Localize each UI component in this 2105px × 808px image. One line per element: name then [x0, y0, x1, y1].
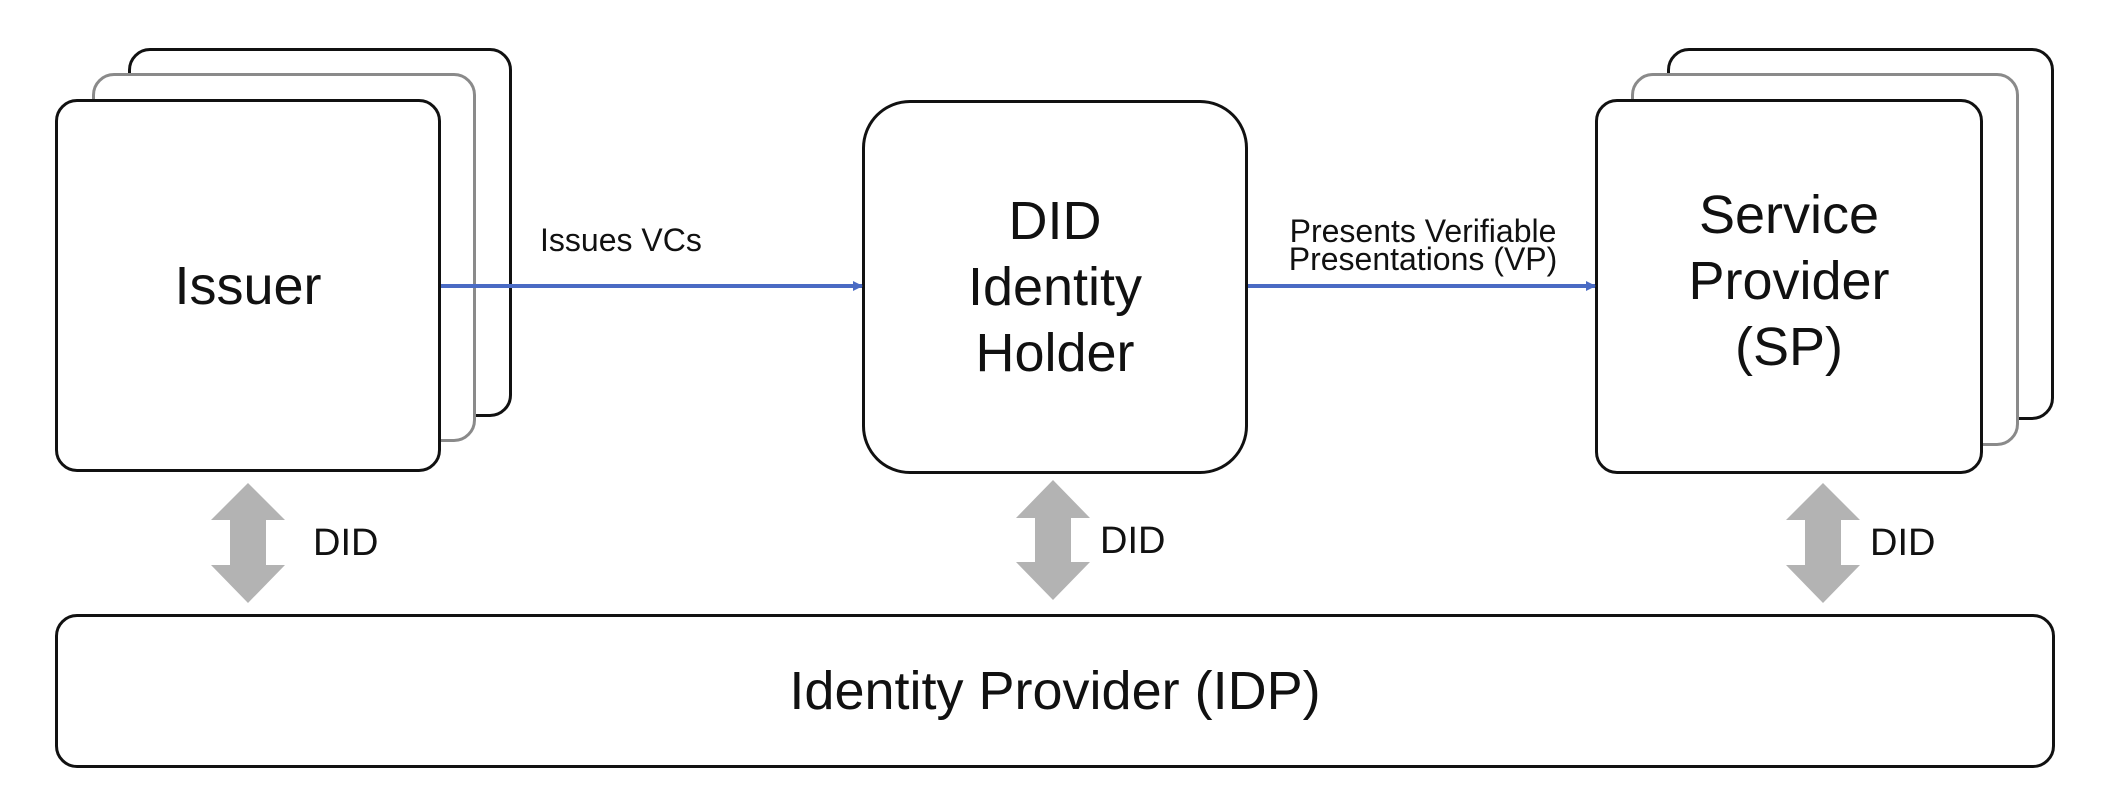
service-provider-label: Service Provider (SP): [1688, 184, 1890, 377]
issuer-box: Issuer: [55, 99, 441, 472]
issuer-did-double-arrow: [211, 483, 285, 603]
identity-holder-box: DID Identity Holder: [862, 100, 1248, 474]
holder-did-double-arrow: [1016, 480, 1090, 600]
identity-provider-label: Identity Provider (IDP): [789, 661, 1321, 721]
issuer-label: Issuer: [174, 255, 322, 316]
presents-vp-label-line1: Presents Verifiable: [1289, 213, 1557, 249]
identity-provider-box: Identity Provider (IDP): [55, 614, 2055, 768]
service-provider-did-label: DID: [1870, 521, 1936, 564]
holder-did-label: DID: [1100, 519, 1166, 562]
presents-vp-label-line2: Presentations (VP): [1288, 241, 1558, 277]
issues-vcs-label: Issues VCs: [540, 222, 702, 258]
identity-holder-label: DID Identity Holder: [967, 191, 1143, 383]
service-provider-did-double-arrow: [1786, 483, 1860, 603]
service-provider-box: Service Provider (SP): [1595, 99, 1983, 474]
issuer-did-label: DID: [313, 521, 379, 564]
